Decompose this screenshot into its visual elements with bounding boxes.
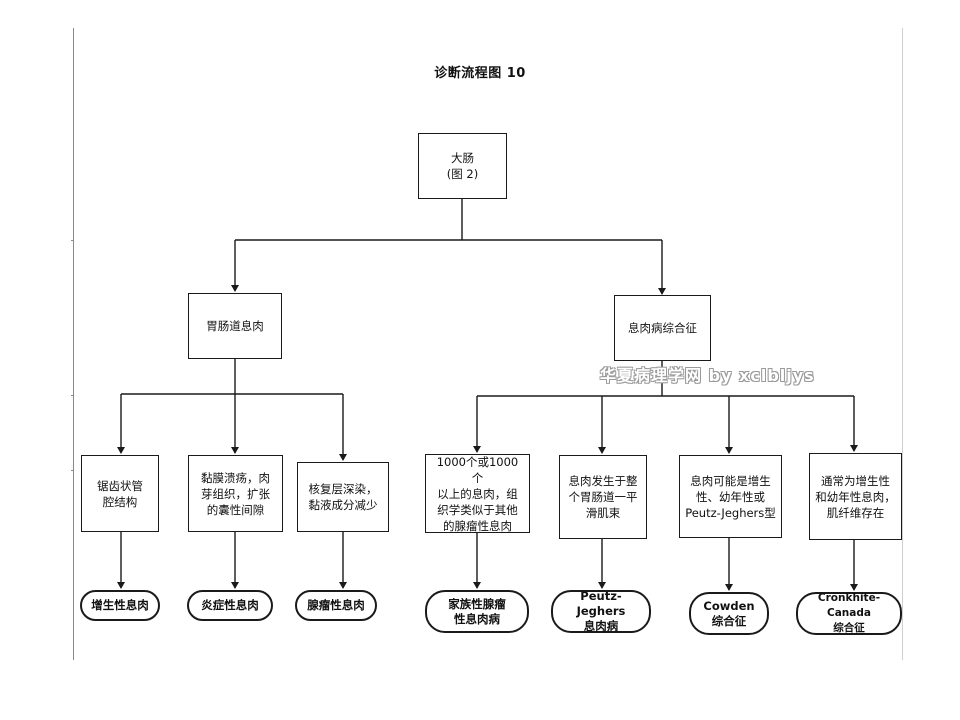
feature-node-label: 息肉可能是增生 性、幼年性或 Peutz-Jeghers型 (685, 473, 776, 520)
feature-node-label: 核复层深染， 黏液成分减少 (308, 482, 378, 512)
diagnosis-label: Peutz-Jeghers 息肉病 (576, 589, 626, 633)
root-node-label: 大肠 (图 2) (446, 151, 479, 181)
branch-node-label: 息肉病综合征 (628, 321, 697, 335)
feature-node-5: 息肉发生于整 个胃肠道一平 滑肌束 (559, 455, 647, 539)
feature-node-4: 1000个或1000个 以上的息肉，组 织学类似于其他 的腺瘤性息肉 (425, 454, 530, 533)
diagnosis-node-5: Peutz-Jeghers 息肉病 (551, 589, 651, 633)
feature-node-2: 黏膜溃疡，肉 芽组织，扩张 的囊性间隙 (188, 455, 283, 532)
feature-node-label: 1000个或1000个 以上的息肉，组 织学类似于其他 的腺瘤性息肉 (436, 454, 519, 533)
page-edge-right (902, 28, 903, 660)
diagnosis-label: 腺瘤性息肉 (307, 598, 365, 612)
diagnosis-label: 炎症性息肉 (201, 598, 259, 612)
branch-node-gi-polyp: 胃肠道息肉 (188, 293, 282, 359)
page-edge-left (73, 28, 74, 660)
diagnosis-node-4: 家族性腺瘤 性息肉病 (425, 590, 529, 633)
feature-node-label: 息肉发生于整 个胃肠道一平 滑肌束 (568, 474, 638, 520)
page-edge-mark (71, 240, 74, 241)
feature-node-label: 通常为增生性 和幼年性息肉， 肌纤维存在 (815, 473, 896, 520)
feature-node-1: 锯齿状管 腔结构 (81, 455, 159, 532)
flowchart-title: 诊断流程图 10 (434, 66, 526, 81)
feature-node-7: 通常为增生性 和幼年性息肉， 肌纤维存在 (809, 453, 902, 540)
diagnosis-node-6: Cowden 综合征 (689, 592, 769, 635)
diagnosis-label: Cronkhite-Canada 综合征 (817, 592, 881, 634)
diagnosis-node-2: 炎症性息肉 (187, 590, 273, 621)
diagnosis-label: 增生性息肉 (91, 598, 149, 612)
feature-node-6: 息肉可能是增生 性、幼年性或 Peutz-Jeghers型 (679, 455, 782, 538)
feature-node-label: 锯齿状管 腔结构 (97, 478, 143, 509)
diagnosis-node-3: 腺瘤性息肉 (295, 590, 377, 621)
branch-node-polyposis-syndrome: 息肉病综合征 (614, 295, 711, 361)
diagnosis-label: 家族性腺瘤 性息肉病 (448, 596, 506, 626)
feature-node-3: 核复层深染， 黏液成分减少 (297, 462, 389, 532)
watermark-text: 华夏病理学网 by xclbljys (600, 366, 815, 385)
page-edge-mark (71, 470, 74, 471)
feature-node-label: 黏膜溃疡，肉 芽组织，扩张 的囊性间隙 (201, 470, 270, 517)
diagnosis-node-1: 增生性息肉 (80, 590, 160, 621)
diagnosis-node-7: Cronkhite-Canada 综合征 (796, 592, 902, 635)
page-edge-mark (71, 395, 74, 396)
root-node-large-intestine: 大肠 (图 2) (418, 133, 507, 199)
branch-node-label: 胃肠道息肉 (206, 319, 264, 333)
diagnosis-label: Cowden 综合征 (703, 598, 755, 628)
